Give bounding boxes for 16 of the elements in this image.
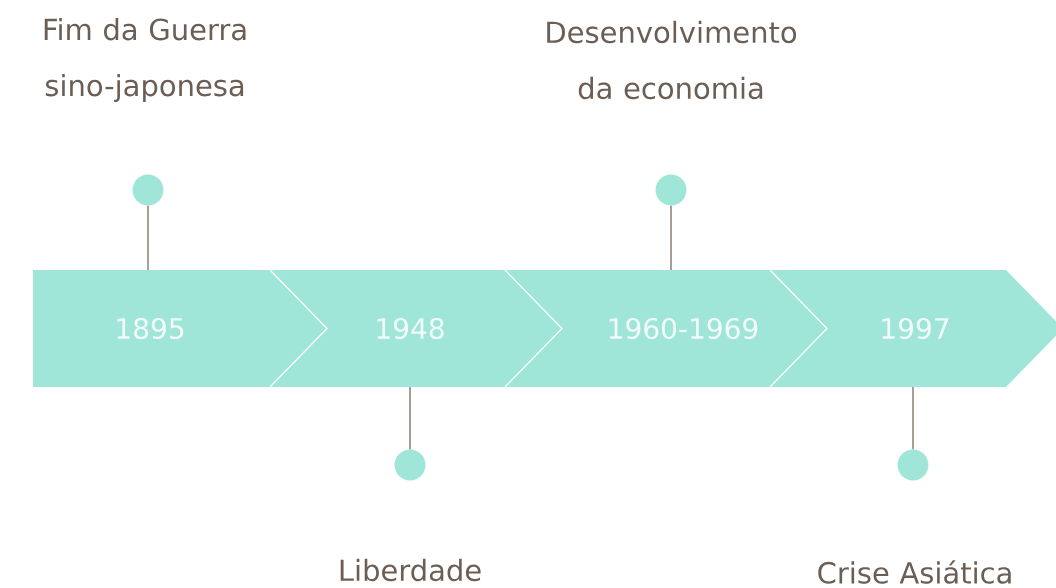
dot-marker [655,174,687,206]
event-label: Fim da Guerra sino-japonesa [44,17,246,103]
year-label: 1895 [117,317,184,340]
year-label: 1997 [882,317,949,340]
dot-marker [132,174,164,206]
year-label: 1948 [377,317,444,340]
leader-line [409,386,411,450]
leader-line [912,386,914,450]
event-label: Liberdade [340,558,481,582]
event-label: Desenvolvimento da economia [547,20,797,100]
leader-line [147,205,149,271]
dot-marker [394,449,426,481]
dot-marker [897,449,929,481]
leader-line [670,205,672,271]
year-label: 1960-1969 [609,317,758,340]
event-label: Crise Asiática [818,560,1011,584]
